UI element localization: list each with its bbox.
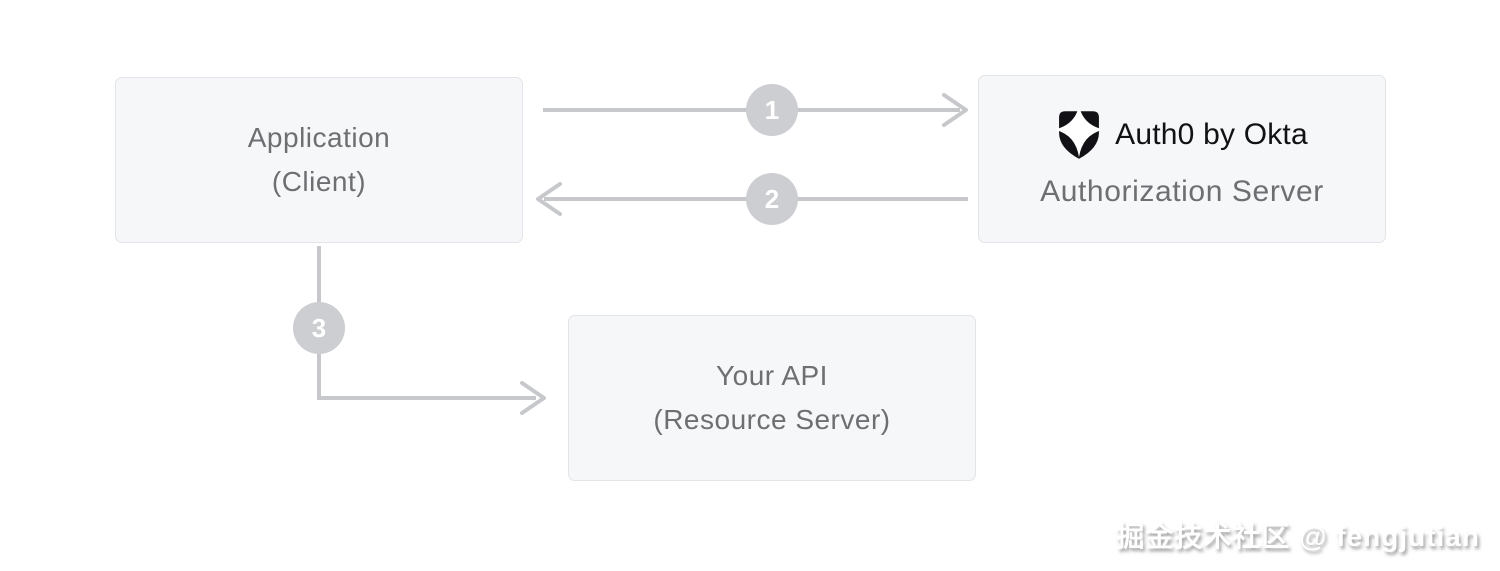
watermark: 掘金技术社区 @ fengjutian (1116, 521, 1480, 552)
node-label-line2: (Client) (271, 166, 367, 197)
auth0-brand-row: Auth0 by Okta (1056, 109, 1308, 161)
node-authorization-server: Auth0 by Okta Authorization Server (978, 75, 1386, 243)
auth0-shield-icon (1056, 109, 1103, 159)
node-application-client: Application (Client) (115, 77, 523, 243)
step-badge-1: 1 (746, 84, 798, 136)
auth0-brand-text: Auth0 by Okta (1115, 118, 1308, 151)
node-your-api: Your API (Resource Server) (568, 315, 976, 481)
step-badge-3: 3 (293, 302, 345, 354)
step-badge-2: 2 (746, 173, 798, 225)
node-label-line2: (Resource Server) (653, 404, 891, 435)
node-label-line1: Your API (716, 360, 828, 391)
arrow-elbow-step3 (317, 246, 546, 415)
authorization-server-label: Authorization Server (1040, 175, 1324, 208)
node-label-line1: Application (247, 122, 391, 153)
